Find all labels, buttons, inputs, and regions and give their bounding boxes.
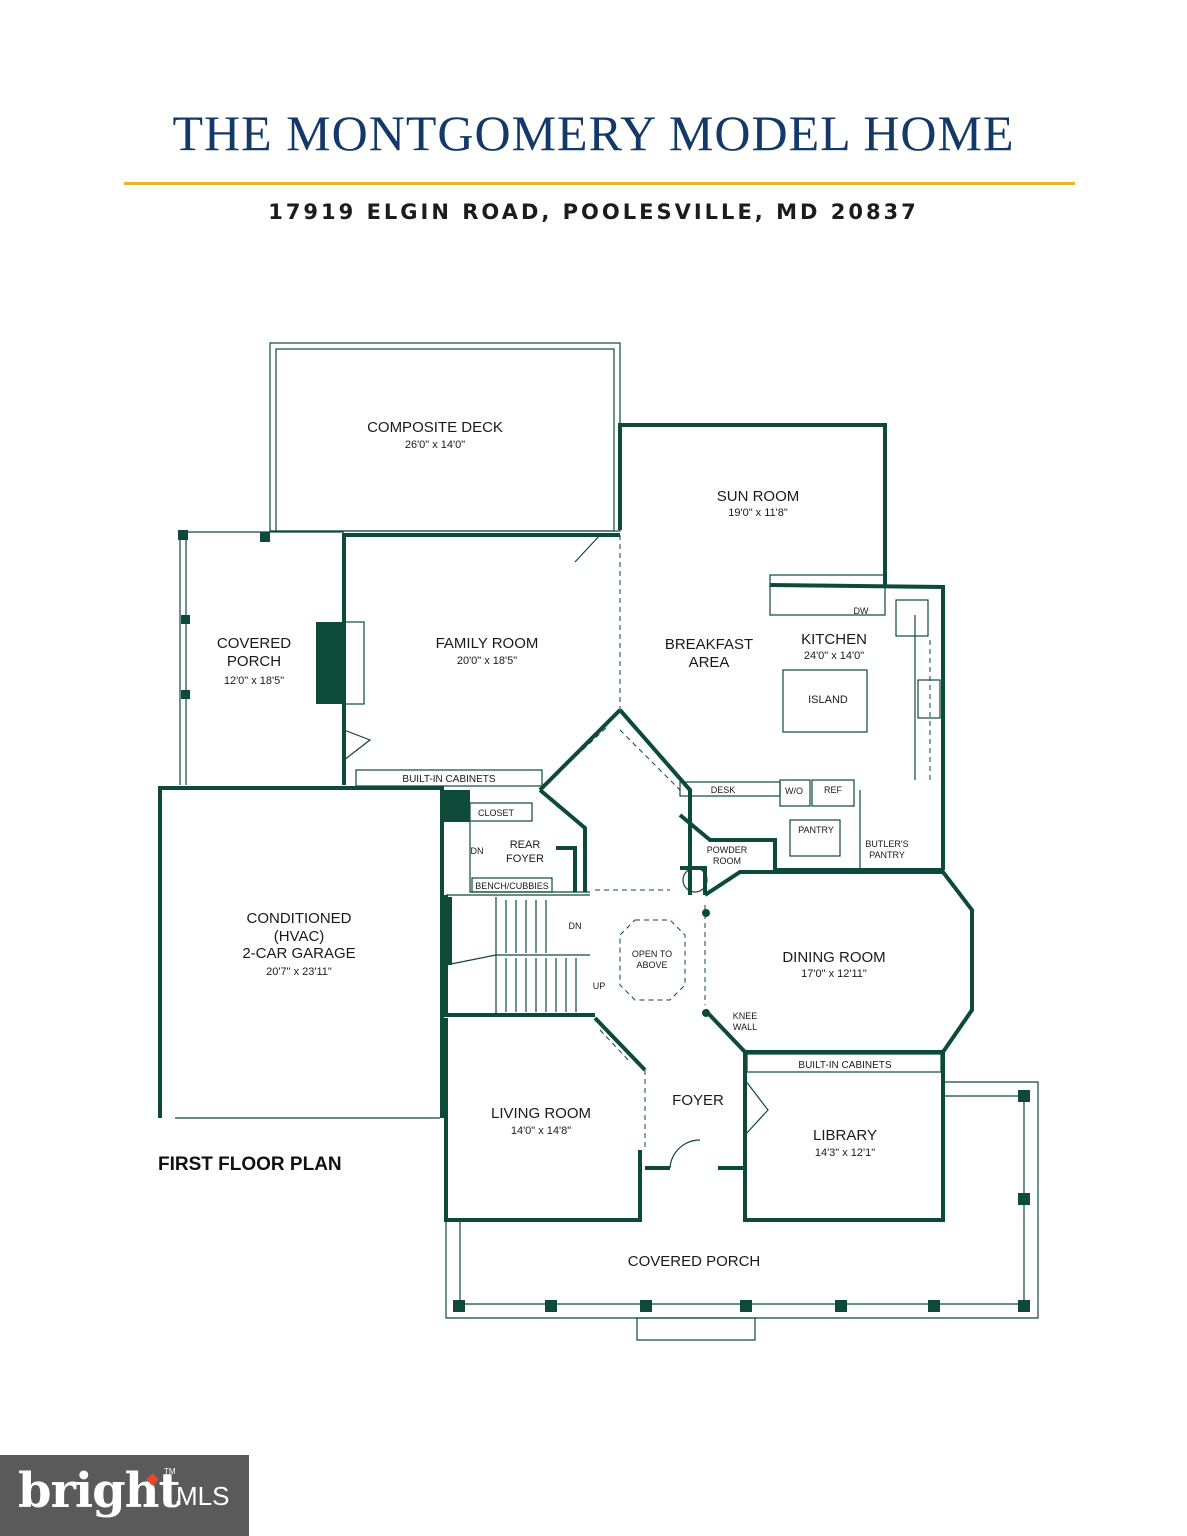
side-covered-porch-outline <box>178 530 344 785</box>
stair-up-label: UP <box>593 981 606 991</box>
kitchen-dim: 24'0" x 14'0" <box>804 650 864 662</box>
knee-wall-label-2: WALL <box>733 1022 757 1032</box>
library-label: LIBRARY <box>813 1127 877 1144</box>
plan-title: FIRST FLOOR PLAN <box>158 1154 342 1175</box>
library-walls <box>743 1052 945 1222</box>
desk-label: DESK <box>711 785 736 795</box>
breakfast-area-label-1: BREAKFAST <box>665 636 753 653</box>
family-room-label: FAMILY ROOM <box>436 635 539 652</box>
garage-label-3: 2-CAR GARAGE <box>242 945 355 962</box>
open-to-above-label-1: OPEN TO <box>632 949 672 959</box>
rear-foyer-label-1: REAR <box>510 839 541 851</box>
property-address: 17919 ELGIN ROAD, POOLESVILLE, MD 20837 <box>268 200 919 224</box>
breakfast-area-label-2: AREA <box>689 654 730 671</box>
composite-deck-dim: 26'0" x 14'0" <box>405 439 465 451</box>
bench-cubbies-label: BENCH/CUBBIES <box>475 881 549 891</box>
kitchen-label: KITCHEN <box>801 631 867 648</box>
sun-room-dim: 19'0" x 11'8" <box>728 507 788 519</box>
butlers-pantry-label-2: PANTRY <box>869 850 905 860</box>
side-porch-dim: 12'0" x 18'5" <box>224 675 284 687</box>
title-divider <box>124 182 1075 185</box>
knee-wall-label-1: KNEE <box>733 1011 758 1021</box>
bright-mls-logo: bright TM MLS <box>0 1455 249 1536</box>
composite-deck-label: COMPOSITE DECK <box>367 419 503 436</box>
logo-mls-text: MLS <box>176 1481 230 1511</box>
powder-room-label-2: ROOM <box>713 856 741 866</box>
sun-room-walls <box>618 423 887 585</box>
closet-label: CLOSET <box>478 808 515 818</box>
rear-stair-dn-label: DN <box>471 846 484 856</box>
dining-room-label: DINING ROOM <box>782 949 885 966</box>
garage-dim: 20'7" x 23'11" <box>266 966 332 978</box>
wall-oven-label: W/O <box>785 786 803 796</box>
front-covered-porch-outline <box>445 1081 1039 1341</box>
logo-brand-text: bright <box>18 1463 181 1519</box>
powder-room-walls <box>680 866 708 895</box>
dishwasher-label: DW <box>854 606 869 616</box>
butlers-pantry-label-1: BUTLER'S <box>865 839 908 849</box>
front-porch-label: COVERED PORCH <box>628 1253 761 1270</box>
family-room-walls <box>316 533 621 787</box>
garage-label-1: CONDITIONED <box>247 910 352 927</box>
composite-deck-outline <box>269 342 621 532</box>
library-dim: 14'3" x 12'1" <box>815 1147 875 1159</box>
staircase <box>444 894 595 1017</box>
rear-foyer-label-2: FOYER <box>506 853 544 865</box>
refrigerator-label: REF <box>824 785 843 795</box>
page-title: THE MONTGOMERY MODEL HOME <box>172 105 1015 161</box>
foyer-label: FOYER <box>672 1092 724 1109</box>
sun-room-label: SUN ROOM <box>717 488 800 505</box>
pantry-label: PANTRY <box>798 825 834 835</box>
open-to-above-label-2: ABOVE <box>636 960 667 970</box>
side-porch-label-2: PORCH <box>227 653 281 670</box>
side-porch-label-1: COVERED <box>217 635 291 652</box>
central-hall-walls <box>538 708 692 895</box>
garage-label-2: (HVAC) <box>274 928 325 945</box>
garage-walls <box>158 786 444 1119</box>
living-room-walls <box>444 1016 647 1222</box>
library-built-in-cabinets-label: BUILT-IN CABINETS <box>798 1060 891 1071</box>
front-entry <box>645 1139 745 1170</box>
island-label: ISLAND <box>808 694 848 706</box>
living-room-label: LIVING ROOM <box>491 1105 591 1122</box>
rear-foyer-walls <box>444 788 590 893</box>
living-room-dim: 14'0" x 14'8" <box>511 1125 571 1137</box>
open-to-above-outline <box>619 919 686 1001</box>
dining-room-dim: 17'0" x 12'11" <box>801 968 867 980</box>
logo-trademark: TM <box>164 1467 176 1476</box>
kitchen-walls <box>769 574 945 870</box>
family-built-in-cabinets-label: BUILT-IN CABINETS <box>402 774 495 785</box>
family-room-dim: 20'0" x 18'5" <box>457 655 517 667</box>
stair-down-label: DN <box>569 921 582 931</box>
powder-room-label-1: POWDER <box>707 845 748 855</box>
